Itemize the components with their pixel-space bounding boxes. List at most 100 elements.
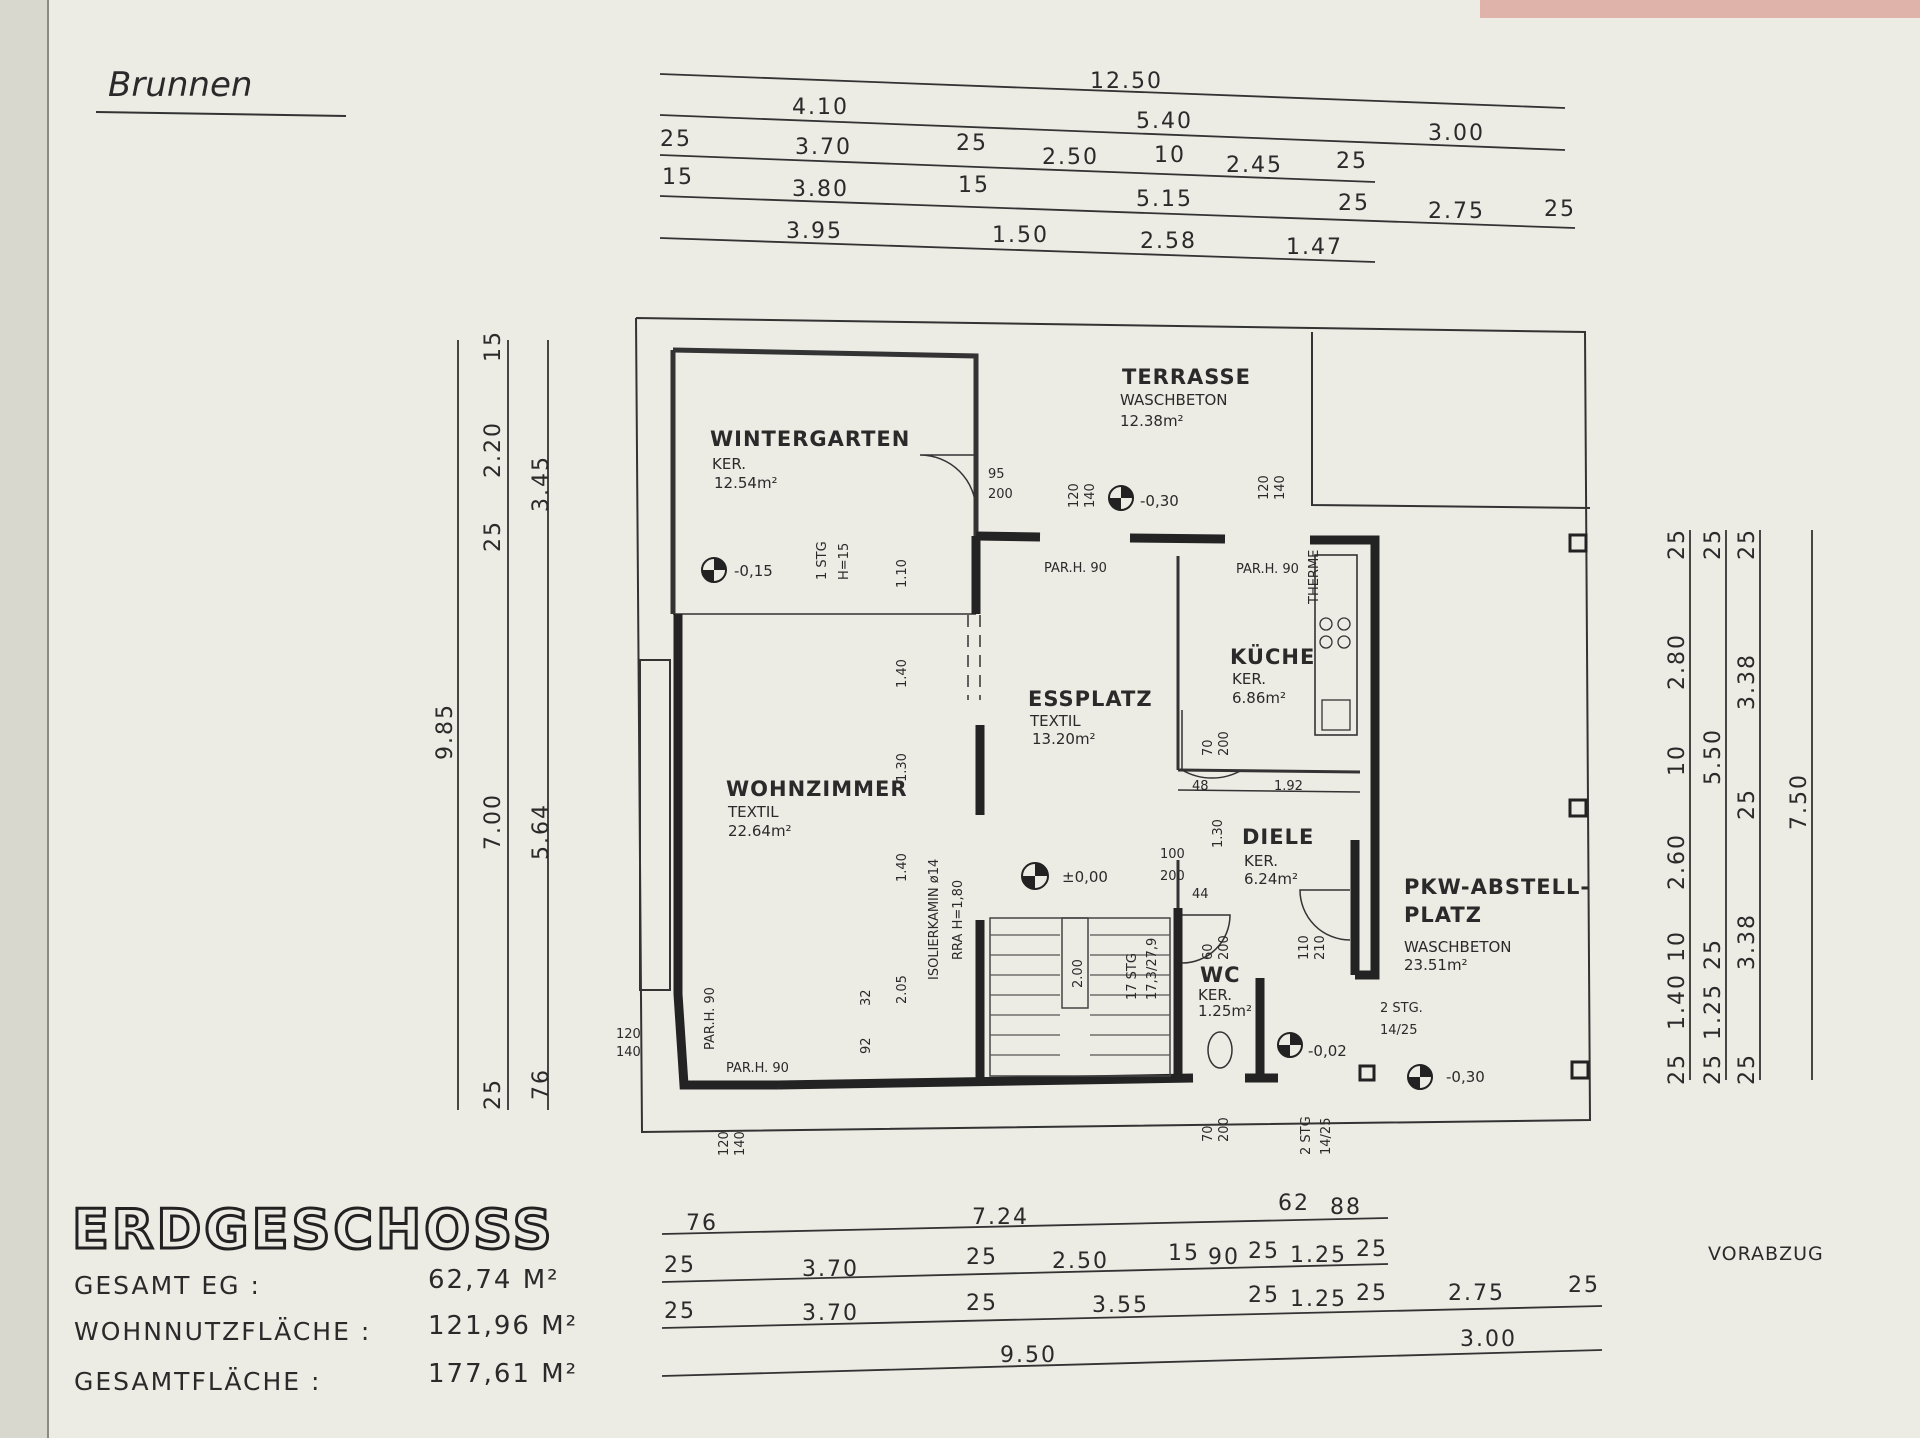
svg-text:44: 44 <box>1192 887 1209 902</box>
door-swing-kitchen <box>1181 710 1243 779</box>
dim-left-25b: 25 <box>481 520 506 552</box>
dim-top-25d: 25 <box>1338 191 1370 216</box>
dim-right-10a: 10 <box>1665 930 1690 962</box>
dim-top-4-10: 4.10 <box>792 95 849 120</box>
level-marker-terrasse <box>1108 485 1134 511</box>
level-terrasse: -0,30 <box>1140 492 1179 510</box>
left-dimension-lines: 9.85 25 7.00 25 2.20 15 76 5.64 3.45 <box>433 330 554 1110</box>
room-wc: WC KER. 1.25m² <box>1198 963 1252 1020</box>
project-name-underline <box>95 111 347 117</box>
dim-bot-25i: 25 <box>1568 1273 1600 1298</box>
svg-text:95: 95 <box>988 467 1005 482</box>
svg-text:70: 70 <box>1201 739 1216 756</box>
area-label-gesamtflaeche: GESAMTFLÄCHE : <box>74 1367 321 1396</box>
svg-text:140: 140 <box>616 1045 641 1060</box>
dim-bot-25g: 25 <box>1248 1283 1280 1308</box>
dim-bot-62: 62 <box>1278 1191 1310 1216</box>
right-dimension-lines: 25 1.40 10 2.60 10 2.80 25 25 1.25 25 5.… <box>1665 528 1813 1085</box>
dim-top-2-50: 2.50 <box>1042 145 1099 170</box>
door-swing-wintergarten <box>919 454 977 512</box>
door-swing-entry <box>1299 889 1351 941</box>
room-floor: KER. <box>1232 670 1266 688</box>
svg-text:2 STG: 2 STG <box>1299 1116 1314 1155</box>
dim-top-3-95: 3.95 <box>786 219 843 244</box>
svg-text:2.00: 2.00 <box>1071 959 1086 988</box>
room-area: 13.20m² <box>1032 730 1096 748</box>
dim-right-1-40: 1.40 <box>1665 973 1690 1030</box>
dim-bot-25b: 25 <box>966 1245 998 1270</box>
svg-text:120: 120 <box>1257 475 1272 500</box>
dim-top-3-80: 3.80 <box>792 177 849 202</box>
room-diele: DIELE KER. 6.24m² <box>1242 825 1314 888</box>
svg-text:1.92: 1.92 <box>1274 779 1303 794</box>
room-name: WC <box>1200 963 1241 987</box>
bottom-dimension-lines: 76 7.24 62 88 25 3.70 25 2.50 15 90 25 1… <box>661 1191 1603 1377</box>
svg-text:48: 48 <box>1192 779 1209 794</box>
plan-annotations: PAR.H. 90 PAR.H. 90 PAR.H. 90 PAR.H. 90 … <box>616 467 1423 1156</box>
dim-top-25e: 25 <box>1544 197 1576 222</box>
area-value-wohnnutzflaeche: 121,96 M² <box>428 1311 578 1341</box>
level-essplatz: ±0,00 <box>1062 868 1108 886</box>
dim-top-15a: 15 <box>662 165 694 190</box>
svg-text:1 STG: 1 STG <box>815 541 830 580</box>
room-floor: TEXTIL <box>727 803 779 821</box>
room-terrasse: TERRASSE WASCHBETON 12.38m² <box>1120 365 1251 430</box>
room-pkw: PKW-ABSTELL- PLATZ WASCHBETON 23.51m² <box>1404 875 1589 974</box>
dim-top-5-15: 5.15 <box>1136 187 1193 212</box>
svg-text:1.40: 1.40 <box>895 853 910 882</box>
dim-left-25a: 25 <box>481 1078 506 1110</box>
svg-text:100: 100 <box>1160 847 1185 862</box>
level-marker-carport <box>1407 1064 1433 1090</box>
svg-text:32: 32 <box>859 989 874 1006</box>
floor-title: ERDGESCHOSS <box>72 1198 554 1261</box>
dim-right-3-38b: 3.38 <box>1735 653 1760 710</box>
dim-right-2-60: 2.60 <box>1665 833 1690 890</box>
dim-bot-3-70a: 3.70 <box>802 1257 859 1282</box>
level-carport: -0,30 <box>1446 1068 1485 1086</box>
dim-bot-3-00: 3.00 <box>1460 1327 1517 1352</box>
room-name: DIELE <box>1242 825 1314 849</box>
wc-toilet <box>1207 1031 1233 1069</box>
dim-top-3-00: 3.00 <box>1428 121 1485 146</box>
area-value-gesamt-eg: 62,74 M² <box>428 1265 560 1295</box>
building-plan <box>635 317 1592 1134</box>
svg-text:14/25: 14/25 <box>1319 1118 1334 1155</box>
dim-top-15b: 15 <box>958 173 990 198</box>
dim-right-10b: 10 <box>1665 744 1690 776</box>
svg-text:H=15: H=15 <box>837 543 852 580</box>
room-floor: KER. <box>1198 986 1232 1004</box>
svg-text:17,3/27,9: 17,3/27,9 <box>1145 938 1160 1000</box>
dim-bot-2-75: 2.75 <box>1448 1281 1505 1306</box>
dim-left-7-00: 7.00 <box>481 793 506 850</box>
room-name: PLATZ <box>1404 903 1482 927</box>
carport-post-2 <box>1568 798 1588 818</box>
dim-top-2-58: 2.58 <box>1140 229 1197 254</box>
dim-right-25h: 25 <box>1735 528 1760 560</box>
dim-top-5-40: 5.40 <box>1136 109 1193 134</box>
dim-top-25b: 25 <box>956 131 988 156</box>
dim-bot-25a: 25 <box>664 1253 696 1278</box>
dim-top-1-47: 1.47 <box>1286 235 1343 260</box>
dim-left-76: 76 <box>529 1068 554 1100</box>
svg-text:PAR.H. 90: PAR.H. 90 <box>1236 562 1299 577</box>
svg-text:PAR.H. 90: PAR.H. 90 <box>726 1061 789 1076</box>
dim-top-25a: 25 <box>660 127 692 152</box>
paper-sheet <box>48 0 1920 1438</box>
dim-top-25c: 25 <box>1336 149 1368 174</box>
dim-left-2-20: 2.20 <box>481 421 506 478</box>
dim-right-25b: 25 <box>1665 528 1690 560</box>
room-floor: TEXTIL <box>1029 712 1081 730</box>
top-dimension-lines: 12.50 4.10 5.40 3.00 25 3.70 25 2.50 10 … <box>659 69 1576 263</box>
level-marker-wintergarten <box>701 557 727 583</box>
svg-text:17 STG: 17 STG <box>1125 953 1140 1000</box>
level-entry: -0,02 <box>1308 1042 1347 1060</box>
dim-bot-25c: 25 <box>1248 1239 1280 1264</box>
dim-right-25g: 25 <box>1735 788 1760 820</box>
dim-bot-9-50: 9.50 <box>1000 1343 1057 1368</box>
room-floor: KER. <box>1244 852 1278 870</box>
room-name: TERRASSE <box>1122 365 1251 389</box>
level-marker-entry <box>1277 1032 1303 1058</box>
project-name: Brunnen <box>108 65 252 105</box>
svg-text:200: 200 <box>1160 869 1185 884</box>
